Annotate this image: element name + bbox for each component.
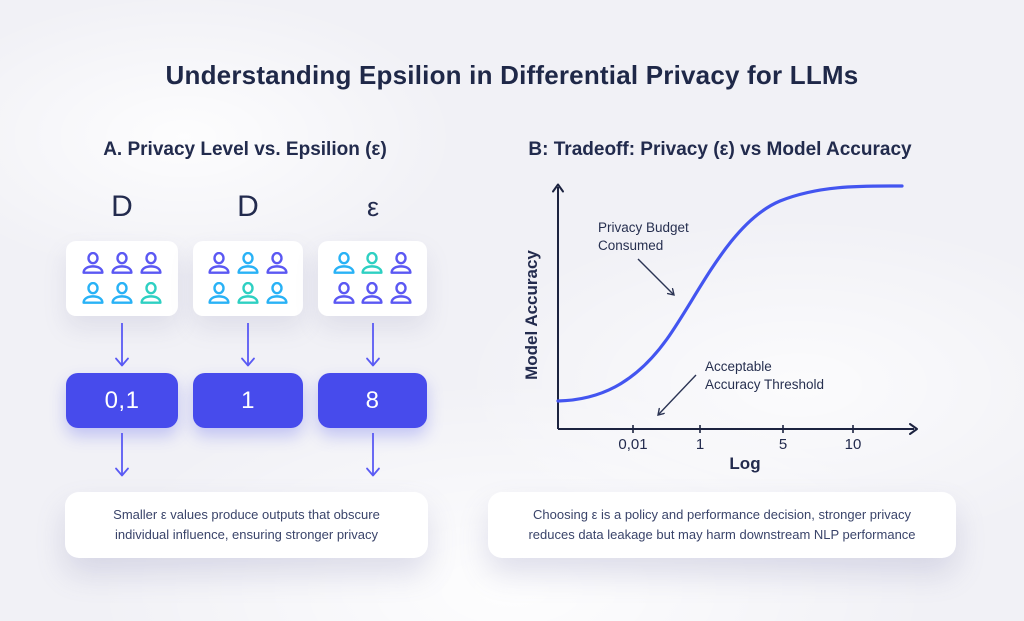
person-icon [264, 282, 290, 305]
annotation-arrow-icon [637, 258, 674, 295]
person-icon [80, 252, 106, 275]
annotation-arrow-icon [658, 374, 697, 415]
x-axis-arrow-icon [909, 423, 918, 435]
x-tick-label: 10 [845, 436, 862, 453]
down-arrow-icon [239, 322, 257, 372]
people-card-1 [66, 241, 178, 316]
people-card-3 [318, 241, 427, 316]
x-tick-label: 1 [696, 436, 704, 453]
epsilon-value: 1 [241, 386, 255, 414]
person-icon [80, 282, 106, 305]
person-icon [388, 282, 414, 305]
person-icon [235, 282, 261, 305]
panel-a-note-card: Smaller ε values produce outputs that ob… [65, 492, 428, 558]
panel-a-note-text: Smaller ε values produce outputs that ob… [113, 506, 380, 542]
person-icon [264, 252, 290, 275]
person-icon [109, 252, 135, 275]
down-arrow-icon [364, 432, 382, 482]
person-icon [331, 252, 357, 275]
annotation-threshold-line2: Accuracy Threshold [705, 377, 824, 392]
epsilon-value: 0,1 [104, 386, 140, 414]
dataset-label-d1: D [111, 190, 133, 223]
down-arrow-icon [364, 322, 382, 372]
epsilon-value-box-3: 8 [318, 373, 427, 428]
epsilon-value-box-2: 1 [193, 373, 303, 428]
annotation-threshold-line1: Acceptable [705, 359, 772, 374]
panel-b-note-card: Choosing ε is a policy and performance d… [488, 492, 956, 558]
y-axis-arrow-icon [552, 183, 564, 193]
person-icon [388, 252, 414, 275]
page-title: Understanding Epsilion in Differential P… [165, 60, 859, 90]
person-icon [206, 282, 232, 305]
tradeoff-chart: 0,01 1 5 10 Log Model Accuracy Privacy B… [522, 183, 918, 473]
panel-b-heading: B: Tradeoff: Privacy (ε) vs Model Accura… [528, 139, 912, 160]
people-grid-1 [66, 241, 178, 316]
x-tick-label: 0,01 [618, 436, 647, 453]
people-grid-2 [193, 241, 303, 316]
dataset-label-epsilon: ε [366, 192, 380, 222]
x-axis-label: Log [729, 454, 760, 473]
people-card-2 [193, 241, 303, 316]
annotation-privacy-budget-line1: Privacy Budget [598, 220, 689, 235]
down-arrow-icon [113, 322, 131, 372]
person-icon [109, 282, 135, 305]
epsilon-value: 8 [365, 386, 380, 414]
accuracy-curve [556, 184, 904, 403]
people-grid-3 [318, 241, 427, 316]
person-icon [206, 252, 232, 275]
dataset-label-d2: D [237, 190, 259, 223]
epsilon-value-box-1: 0,1 [66, 373, 178, 428]
annotation-privacy-budget-line2: Consumed [598, 238, 663, 253]
person-icon [331, 282, 357, 305]
person-icon [138, 282, 164, 305]
person-icon [359, 252, 385, 275]
x-tick-label: 5 [779, 436, 787, 453]
panel-a-heading: A. Privacy Level vs. Epsilion (ε) [103, 139, 387, 160]
y-axis-label: Model Accuracy [522, 250, 541, 380]
person-icon [138, 252, 164, 275]
down-arrow-icon [113, 432, 131, 482]
person-icon [235, 252, 261, 275]
person-icon [359, 282, 385, 305]
panel-b-note-text: Choosing ε is a policy and performance d… [528, 506, 916, 542]
